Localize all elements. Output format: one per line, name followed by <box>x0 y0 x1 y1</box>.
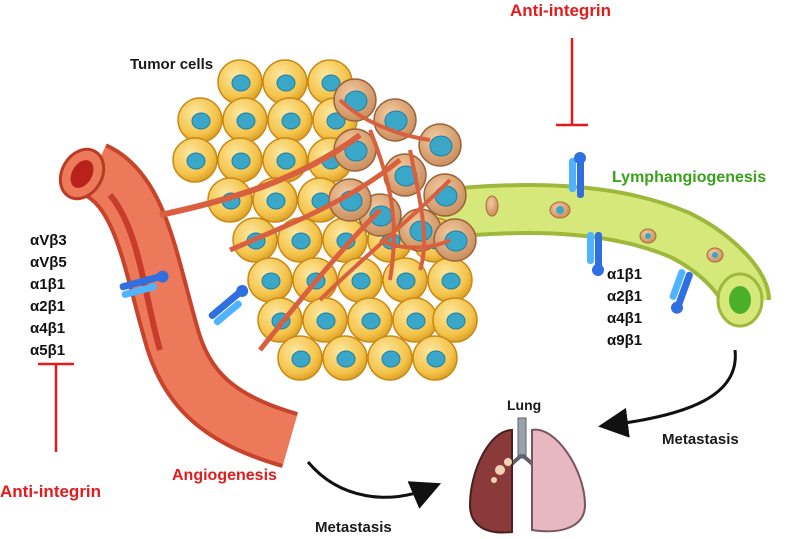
integrin-item: αVβ3 <box>30 232 67 249</box>
cell-nucleus <box>396 272 416 290</box>
tumor-cell-cluster <box>172 59 478 381</box>
lymphangiogenesis-label: Lymphangiogenesis <box>612 169 767 186</box>
integrin-item: α1β1 <box>607 266 643 283</box>
cell-nucleus <box>406 312 426 330</box>
integrin-receptor-icon <box>119 270 169 298</box>
integrin-receptor-icon <box>569 152 586 198</box>
cell-nucleus <box>281 112 301 130</box>
cell-nucleus <box>326 112 346 130</box>
blood-vessel <box>58 98 452 468</box>
anti-integrin-top-label: Anti-integrin <box>510 1 612 20</box>
cell-nucleus <box>291 350 311 368</box>
integrin-item: α1β1 <box>30 276 66 293</box>
cell-nucleus <box>191 112 211 130</box>
metastasis-arrow-bottom <box>306 461 442 509</box>
cell-nucleus <box>426 350 446 368</box>
integrin-item: α4β1 <box>30 320 66 337</box>
integrin-item: α2β1 <box>607 288 643 305</box>
integrin-receptor-icon <box>587 232 604 276</box>
cell-nucleus <box>316 312 336 330</box>
cell-nucleus <box>336 350 356 368</box>
lymph-cell-icons <box>485 195 724 263</box>
cell-nucleus <box>381 350 401 368</box>
cell-nucleus <box>261 272 281 290</box>
cell-nucleus <box>429 135 453 157</box>
cell-nucleus <box>446 312 466 330</box>
cell-nucleus <box>266 192 286 210</box>
cell-nucleus <box>276 74 296 92</box>
integrin-item: α2β1 <box>30 298 66 315</box>
cell-nucleus <box>231 152 251 170</box>
metastasis-bottom-label: Metastasis <box>315 519 392 536</box>
tumor-cells-label: Tumor cells <box>130 56 214 73</box>
integrin-receptor-icon <box>208 285 249 326</box>
cell-nucleus <box>186 152 206 170</box>
lung-icon <box>468 417 587 534</box>
cell-nucleus <box>291 232 311 250</box>
metastasis-right-label: Metastasis <box>662 431 739 448</box>
integrin-item: α5β1 <box>30 342 66 359</box>
inhibitor-bar-bottom <box>38 362 74 452</box>
lung-label: Lung <box>507 397 542 413</box>
integrin-item: αVβ5 <box>30 254 67 271</box>
angiogenesis-label: Angiogenesis <box>172 467 277 484</box>
cell-nucleus <box>351 272 371 290</box>
lymphatic-integrin-list: α1β1 α2β1 α4β1 α9β1 <box>607 264 642 352</box>
cell-nucleus <box>361 312 381 330</box>
integrin-item: α4β1 <box>607 310 643 327</box>
cell-nucleus <box>236 112 256 130</box>
integrin-item: α9β1 <box>607 332 643 349</box>
cell-nucleus <box>231 74 251 92</box>
inhibitor-bar-top <box>556 38 588 127</box>
integrin-receptor-icon <box>669 269 693 314</box>
cell-nucleus <box>441 272 461 290</box>
cell-nucleus <box>276 152 296 170</box>
anti-integrin-bottom-label: Anti-integrin <box>0 482 102 501</box>
cell-nucleus <box>321 74 341 92</box>
metastasis-arrow-right <box>598 349 737 438</box>
cell-nucleus <box>409 220 433 242</box>
blood-vessel-integrin-list: αVβ3 αVβ5 α1β1 α2β1 α4β1 α5β1 <box>30 230 67 362</box>
